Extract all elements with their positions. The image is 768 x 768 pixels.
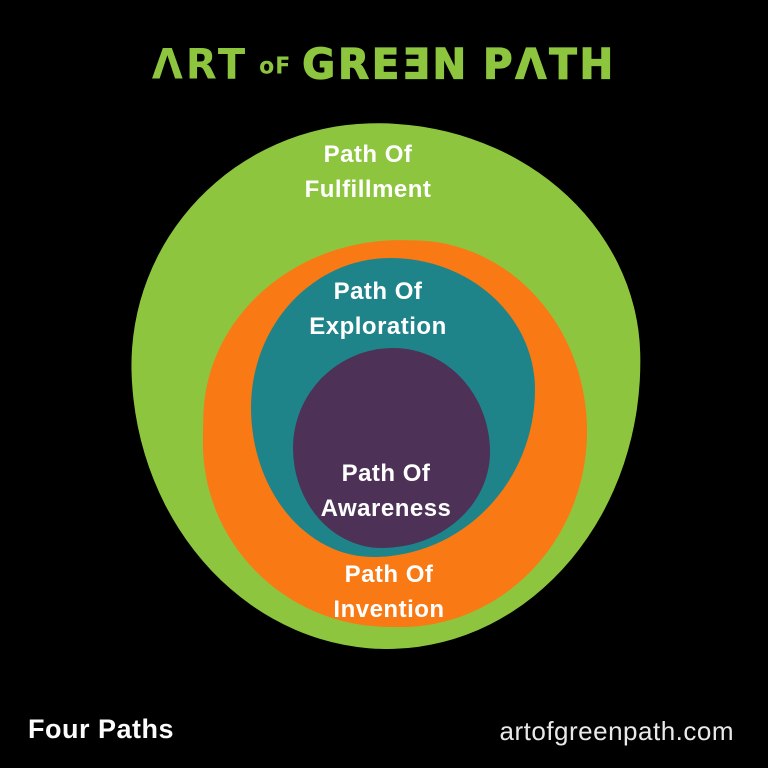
label-line: Awareness [320, 495, 452, 522]
label-line: Invention [333, 596, 445, 623]
circle-path-of-awareness [293, 348, 490, 548]
label-path-of-exploration: Path Of Exploration [228, 274, 528, 344]
logo-word-path: PΛTH [482, 40, 617, 89]
label-line: Path Of [344, 561, 434, 588]
caption-four-paths: Four Paths [28, 714, 175, 744]
label-path-of-awareness: Path Of Awareness [236, 456, 536, 526]
logo-word-art: ΛRT [151, 41, 249, 89]
label-line: Path Of [341, 460, 431, 487]
label-path-of-fulfillment: Path Of Fulfillment [218, 137, 518, 207]
label-line: Path Of [333, 278, 423, 305]
label-line: Exploration [309, 313, 447, 340]
label-line: Fulfillment [304, 176, 432, 203]
logo-word-of: oF [259, 53, 292, 80]
label-line: Path Of [323, 141, 413, 168]
website-url: artofgreenpath.com [499, 716, 734, 746]
logo-word-green: GREƎN [302, 40, 470, 89]
label-path-of-invention: Path Of Invention [239, 557, 539, 627]
